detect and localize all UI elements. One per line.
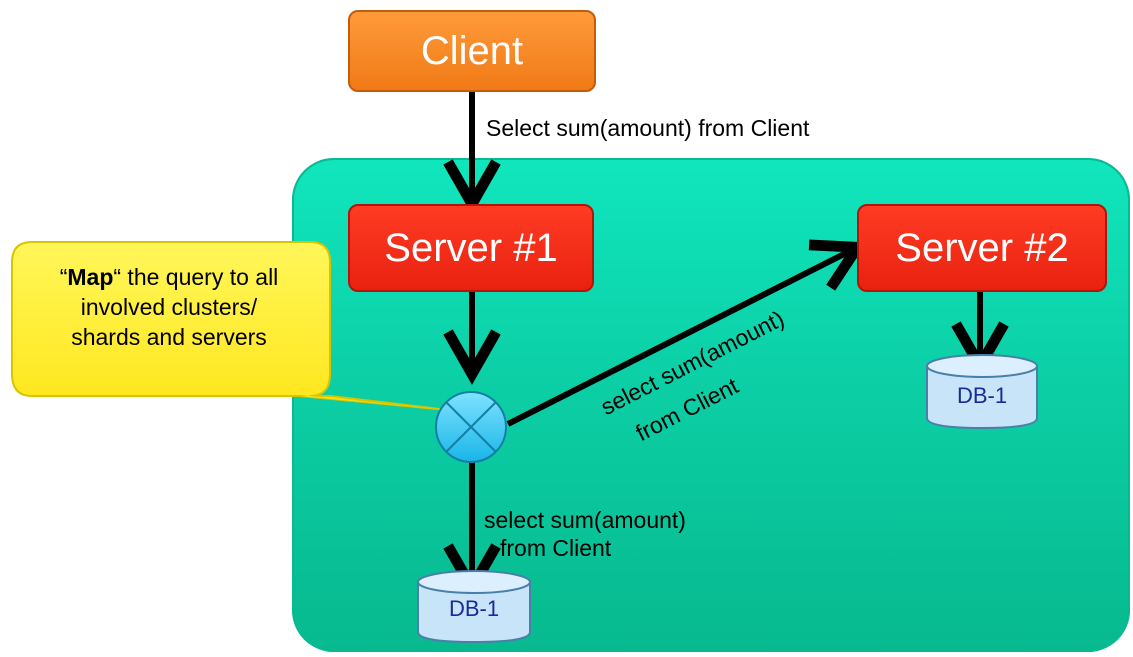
edge-label-client-server1: Select sum(amount) from Client (486, 115, 810, 141)
server2-label: Server #2 (895, 225, 1069, 270)
database-icon-bottom (417, 570, 531, 644)
db-bottom-label: DB-1 (448, 596, 500, 621)
server1-label: Server #1 (384, 225, 558, 270)
callout-line-1: “Map“ the query to all (59, 264, 279, 290)
callout-line-2: involved clusters/ (80, 294, 258, 320)
client-label: Client (420, 28, 524, 73)
edge-label-map-db-line2: from Client (500, 535, 612, 561)
database-icon-right (926, 354, 1038, 430)
edge-label-map-db-line1: select sum(amount) (484, 507, 686, 533)
server1-node: Server #1 (348, 204, 594, 292)
arrow-map-server2 (506, 239, 868, 427)
callout-text: “Map“ the query to all involved clusters… (20, 262, 318, 352)
client-node: Client (348, 10, 596, 92)
server2-node: Server #2 (857, 204, 1107, 292)
db-right-label: DB-1 (956, 383, 1008, 408)
circle-cross-icon (435, 391, 507, 463)
callout-bubble (11, 241, 449, 411)
callout-bold-map: Map (67, 264, 114, 290)
callout-line-3: shards and servers (71, 324, 267, 350)
